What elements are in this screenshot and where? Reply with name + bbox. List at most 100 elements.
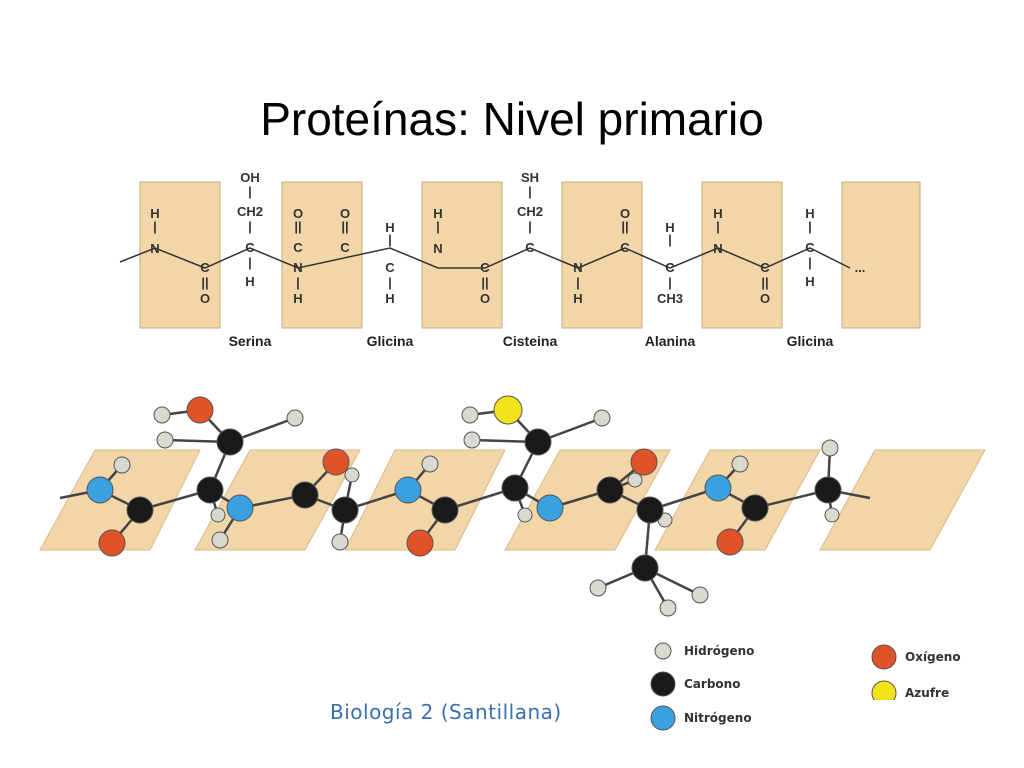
atom-label: C [200,260,210,275]
legend-carbon-label: Carbono [684,677,740,691]
hydrogen-atom [344,467,360,483]
legend-nitrogen-swatch [650,705,676,731]
atoms [86,395,842,617]
side-chain-mid: CH2 [517,204,543,219]
side-chain-top: H [385,220,394,235]
carbon-atom [331,496,359,524]
peptide-plane [841,181,921,329]
ball-stick-model: Hidrógeno Carbono Oxígeno Azufre [39,395,986,700]
hydrogen-atom [461,406,479,424]
residue-name: Cisteina [503,333,558,349]
peptide-plane [701,181,783,329]
legend-sulfur-swatch [871,680,897,700]
atom-label: O [480,291,490,306]
atom-label: || [761,275,768,290]
hydrogen-atom [113,456,131,474]
peptide-plane-3d [819,449,986,551]
atom-label: || [341,219,348,234]
side-chain-bottom: H [805,274,814,289]
atom-label: | [576,275,580,290]
carbon-atom [216,428,244,456]
carbon-atom [501,474,529,502]
atom-label: || [201,275,208,290]
hydrogen-atom [517,507,533,523]
hydrogen-atom [211,531,229,549]
oxygen-atom [186,396,214,424]
hydrogen-atom [463,431,481,449]
atom-label: H [713,206,722,221]
nitrogen-atom [86,476,114,504]
residue-name: Glicina [367,333,414,349]
atom-label: O [760,291,770,306]
residue-name: Serina [229,333,272,349]
carbon-atom [741,494,769,522]
atom-label: C [525,240,535,255]
carbon-atom [636,496,664,524]
hydrogen-atom [153,406,171,424]
carbon-atom [524,428,552,456]
carbon-atom [596,476,624,504]
atom-label: | [248,255,252,270]
hydrogen-atom [421,455,439,473]
carbon-atom [196,476,224,504]
nitrogen-atom [226,494,254,522]
nitrogen-atom [536,494,564,522]
atom-label: | [808,219,812,234]
oxygen-atom [716,528,744,556]
legend-oxygen-swatch [871,644,897,670]
oxygen-atom [98,529,126,557]
peptide-plane [139,181,221,329]
structural-formula: H | N C || O OH | CH2 | C | H O || C O |… [119,170,921,349]
atom-label: | [668,232,672,247]
atom-label: | [248,219,252,234]
legend-sulfur-label: Azufre [905,686,949,700]
atom-label: C [805,240,815,255]
residue-name: Alanina [645,333,696,349]
atom-label: C [620,240,630,255]
atom-label: H [433,206,442,221]
hydrogen-atom [731,455,749,473]
hydrogen-atom [593,409,611,427]
carbon-atom [631,554,659,582]
legend-carbon-swatch [650,671,676,697]
atom-label: C [665,260,675,275]
atom-label: O [620,206,630,221]
hydrogen-atom [331,533,349,551]
oxygen-atom [322,448,350,476]
atom-label: | [296,275,300,290]
hydrogen-atom [156,431,174,449]
atom-label: N [573,260,582,275]
side-chain-top: H [665,220,674,235]
atom-label: H [573,291,582,306]
atom-label: C [245,240,255,255]
carbon-atom [431,496,459,524]
chain-continuation: ... [855,260,866,275]
atom-label: | [248,184,252,199]
atom-label: || [294,219,301,234]
atom-label: C [760,260,770,275]
atom-label: N [713,241,722,256]
peptide-plane-3d [654,449,821,551]
legend-hydrogen-swatch [654,642,672,660]
legend-oxygen-label: Oxígeno [905,650,961,664]
atom-label: H [150,206,159,221]
peptide-plane [281,181,363,329]
oxygen-atom [406,529,434,557]
atom-label: C [293,240,303,255]
atom-label: O [340,206,350,221]
atom-label: | [388,275,392,290]
legend-nitrogen-label: Nitrógeno [684,711,752,725]
atom-label: || [621,219,628,234]
hydrogen-atom [659,599,677,617]
hydrogen-atom [821,439,839,457]
peptide-planes [139,181,921,329]
carbon-atom [291,481,319,509]
side-chain-top: OH [240,170,260,185]
sulfur-atom [493,395,523,425]
legend: Hidrógeno Carbono Oxígeno Azufre [650,642,961,700]
side-chain-bottom: CH3 [657,291,683,306]
carbon-atom [126,496,154,524]
atom-label: | [668,275,672,290]
residue-name: Glicina [787,333,834,349]
oxygen-atoms [98,396,744,557]
